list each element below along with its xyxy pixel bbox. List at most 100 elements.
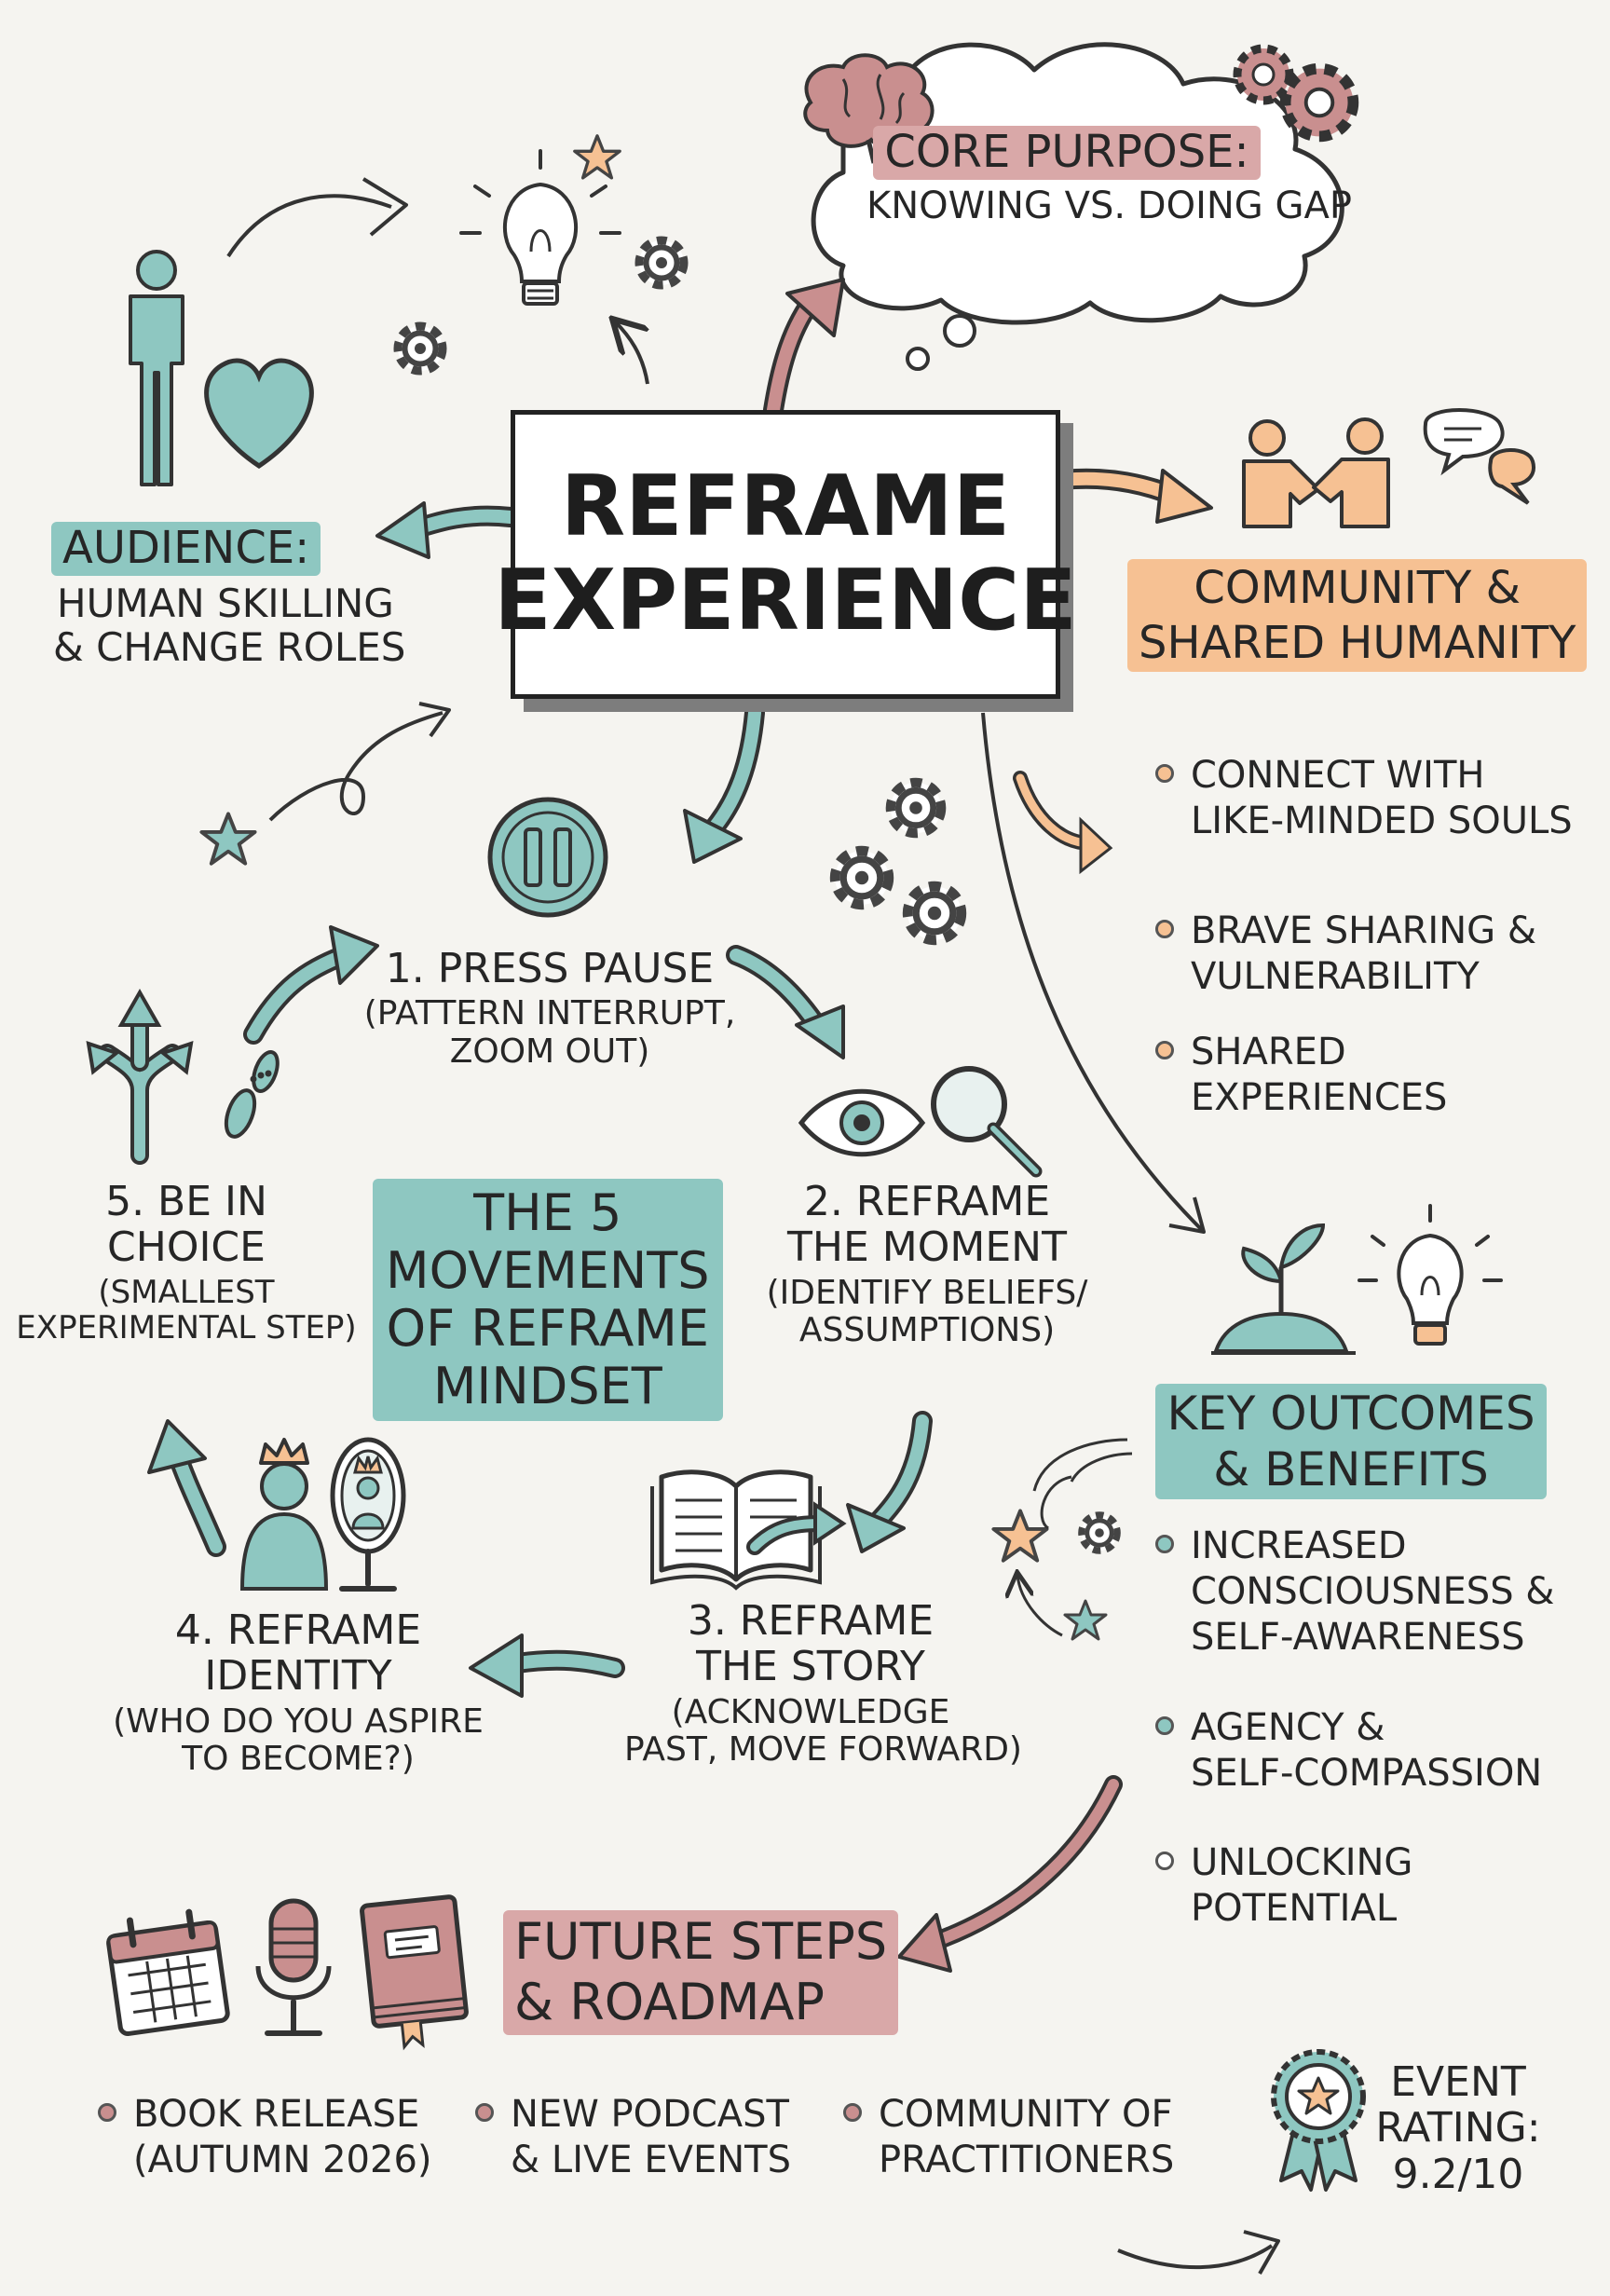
chat-bubbles-icon	[1423, 408, 1535, 505]
step-3: 3. REFRAME THE STORY (ACKNOWLEDGE PAST, …	[624, 1597, 1022, 1769]
core-purpose-heading: CORE PURPOSE:	[873, 126, 1261, 180]
outcomes-heading-line-1: KEY OUTCOMES	[1167, 1387, 1535, 1441]
mirror-icon	[330, 1437, 406, 1592]
community-item: CONNECT WITH LIKE-MINDED SOULS	[1155, 753, 1573, 844]
thought-cloud-icon	[811, 42, 1344, 371]
open-book-icon	[650, 1469, 847, 1591]
lightbulb-icon	[459, 149, 621, 306]
step-1-title: 1. PRESS PAUSE	[385, 945, 715, 992]
audience-heading: AUDIENCE:	[51, 522, 321, 576]
pause-icon	[487, 797, 608, 918]
outcomes-heading-line-2: & BENEFITS	[1213, 1442, 1489, 1496]
decor-arrow	[226, 194, 392, 258]
event-rating: EVENT RATING: 9.2/10	[1365, 2059, 1551, 2197]
rating-value: 9.2/10	[1392, 2150, 1524, 2198]
brain-icon	[803, 53, 935, 164]
outcome-item: UNLOCKING POTENTIAL	[1155, 1840, 1412, 1932]
eye-icon	[798, 1088, 926, 1157]
step-1: 1. PRESS PAUSE (PATTERN INTERRUPT, ZOOM …	[354, 946, 745, 1071]
sprout-icon	[1211, 1223, 1356, 1355]
crossroads-arrows-icon	[86, 988, 194, 1165]
audience-line-1: HUMAN SKILLING	[57, 580, 394, 626]
outcome-item: AGENCY & SELF-COMPASSION	[1155, 1705, 1542, 1797]
crowned-person-icon	[239, 1438, 329, 1591]
step-1-detail-2: ZOOM OUT)	[449, 1032, 650, 1071]
future-heading: FUTURE STEPS & ROADMAP	[503, 1910, 899, 2035]
step-4-title-2: IDENTITY	[204, 1652, 392, 1701]
community-heading: COMMUNITY & SHARED HUMANITY	[1127, 559, 1588, 673]
step-3-title-2: THE STORY	[696, 1643, 925, 1691]
step-5-title-1: 5. BE IN	[105, 1178, 267, 1225]
main-title-line-1: REFRAME	[560, 458, 1011, 556]
handshake-icon	[1242, 417, 1390, 528]
step-2-detail-1: (IDENTIFY BELIEFS/	[766, 1273, 1088, 1312]
person-icon	[129, 250, 184, 486]
gear-icon	[835, 851, 889, 905]
star-icon	[1063, 1599, 1108, 1641]
rating-line-1: EVENT	[1390, 2058, 1526, 2106]
community-heading-line-2: SHARED HUMANITY	[1139, 616, 1576, 669]
core-purpose: CORE PURPOSE: KNOWING VS. DOING GAP	[866, 126, 1352, 227]
future-item: NEW PODCAST & LIVE EVENTS	[475, 2092, 791, 2183]
movements-heading-line-2: MOVEMENTS	[386, 1241, 710, 1301]
gear-icon	[398, 326, 443, 371]
step-4: 4. REFRAME IDENTITY (WHO DO YOU ASPIRE T…	[107, 1607, 489, 1778]
gear-icon	[1233, 44, 1294, 105]
decor-arrow	[1117, 2244, 1274, 2270]
step-4-detail-2: TO BECOME?)	[182, 1739, 415, 1778]
step-4-detail-1: (WHO DO YOU ASPIRE	[113, 1702, 484, 1741]
gear-icon	[907, 886, 962, 940]
star-icon	[199, 812, 257, 866]
main-title-box: REFRAME EXPERIENCE	[494, 410, 1077, 699]
community-item: SHARED EXPERIENCES	[1155, 1030, 1447, 1121]
core-purpose-text: KNOWING VS. DOING GAP	[866, 184, 1352, 227]
step-4-title-1: 4. REFRAME	[174, 1606, 422, 1654]
future-heading-line-1: FUTURE STEPS	[514, 1912, 888, 1971]
future-heading-line-2: & ROADMAP	[514, 1972, 825, 2031]
calendar-icon	[106, 1908, 230, 2036]
heart-icon	[204, 358, 314, 470]
award-ribbon-icon	[1271, 2049, 1366, 2192]
step-3-detail-1: (ACKNOWLEDGE	[671, 1692, 950, 1731]
step-5-title-2: CHOICE	[107, 1223, 266, 1272]
step-2: 2. REFRAME THE MOMENT (IDENTIFY BELIEFS/…	[736, 1179, 1118, 1349]
community-heading-line-1: COMMUNITY &	[1194, 562, 1521, 614]
book-icon	[360, 1894, 469, 2051]
gear-icon	[639, 240, 684, 285]
step-5-detail-2: EXPERIMENTAL STEP)	[16, 1308, 357, 1346]
rating-line-2: RATING:	[1375, 2104, 1541, 2152]
star-icon	[991, 1509, 1049, 1563]
footprints-icon	[224, 1049, 280, 1139]
gear-icon	[891, 783, 941, 833]
microphone-icon	[255, 1898, 332, 2036]
future-item: COMMUNITY OF PRACTITIONERS	[843, 2092, 1174, 2183]
step-5-detail-1: (SMALLEST	[98, 1273, 275, 1311]
audience-line-2: & CHANGE ROLES	[53, 623, 406, 670]
step-5: 5. BE IN CHOICE (SMALLEST EXPERIMENTAL S…	[14, 1179, 359, 1346]
outcomes-heading: KEY OUTCOMES & BENEFITS	[1155, 1384, 1547, 1499]
star-icon	[573, 134, 621, 180]
step-2-detail-2: ASSUMPTIONS)	[798, 1310, 1056, 1349]
step-3-title-1: 3. REFRAME	[687, 1597, 935, 1645]
audience: AUDIENCE: HUMAN SKILLING & CHANGE ROLES	[51, 522, 405, 669]
movements-heading-line-4: MINDSET	[432, 1357, 662, 1416]
gear-icon	[1279, 62, 1359, 143]
decor-arrow	[615, 321, 649, 385]
main-title-line-2: EXPERIENCE	[494, 552, 1077, 649]
decor-arrow	[268, 711, 443, 822]
movements-heading-line-1: THE 5	[473, 1183, 622, 1242]
step-1-detail-1: (PATTERN INTERRUPT,	[363, 994, 736, 1033]
outcome-item: INCREASED CONSCIOUSNESS & SELF-AWARENESS	[1155, 1524, 1555, 1660]
step-2-title-1: 2. REFRAME	[803, 1178, 1051, 1225]
community-item: BRAVE SHARING & VULNERABILITY	[1155, 909, 1536, 1000]
step-3-detail-2: PAST, MOVE FORWARD)	[624, 1729, 1022, 1769]
gear-icon	[1082, 1515, 1117, 1551]
movements-heading: THE 5 MOVEMENTS OF REFRAME MINDSET	[373, 1179, 723, 1422]
future-item: BOOK RELEASE (AUTUMN 2026)	[98, 2092, 432, 2183]
movements-heading-line-3: OF REFRAME	[386, 1299, 709, 1359]
arrow-to-future	[922, 1775, 1123, 1952]
arrow-to-outcomes	[981, 712, 1204, 1232]
magnifier-icon	[931, 1066, 1043, 1178]
step-2-title-2: THE MOMENT	[787, 1223, 1067, 1272]
